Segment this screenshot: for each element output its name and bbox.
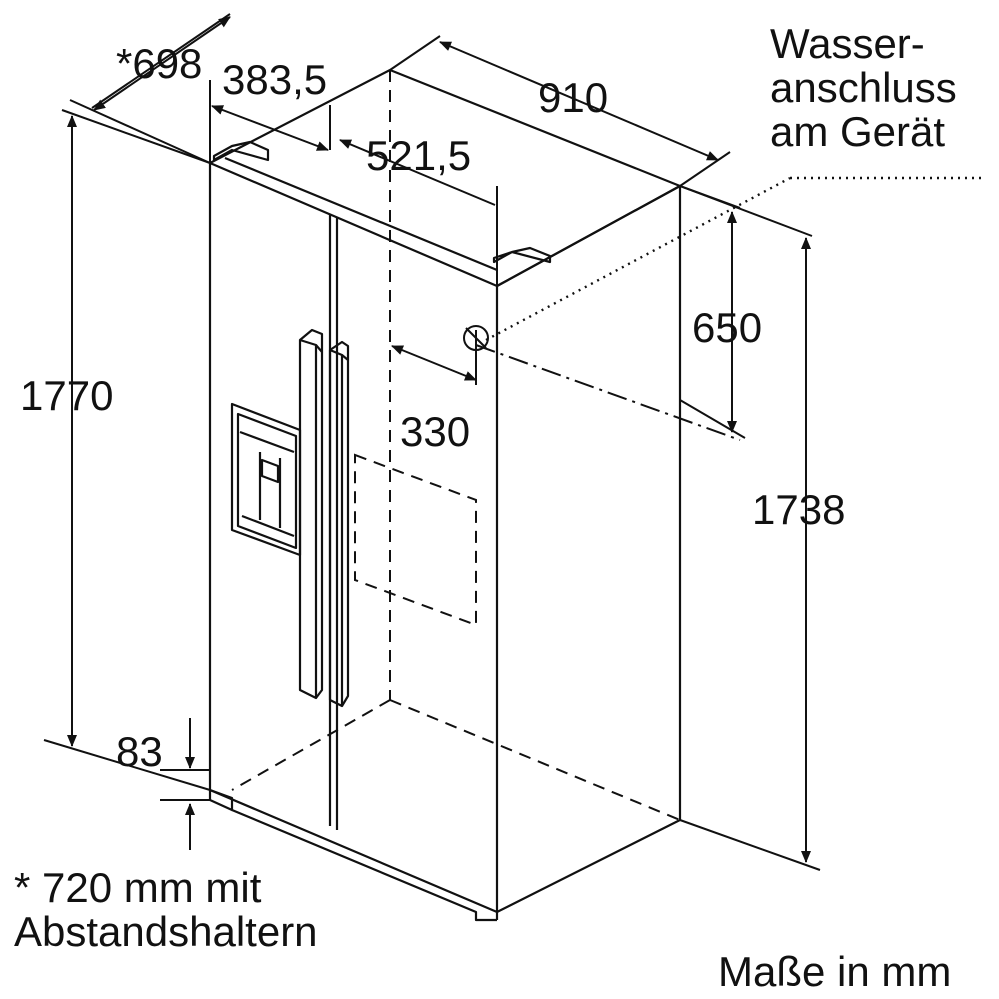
handle-left [298,338,318,700]
dim-label-698: *698 [116,40,203,87]
fridge-side-face [496,184,682,913]
dim-line-910 [439,41,719,161]
footnote-line-1: * 720 mm mit [14,864,262,911]
fridge-base [208,788,234,812]
units-label: Maße in mm [718,948,952,995]
dim-label-910: 910 [538,74,609,121]
centerline-water [475,344,741,441]
water-connection-icon [463,325,489,351]
water-connection-note: Wasser- anschluss am Gerät [770,22,957,154]
water-note-line-1: Wasser- [770,20,925,67]
dim-line-330 [391,345,477,381]
dim-label-650: 650 [692,304,763,351]
top-hinge-right [492,246,552,264]
dim-label-1770: 1770 [20,372,114,419]
dim-label-383: 383,5 [222,56,328,103]
dim-line-383 [211,105,329,151]
dim-label-83: 83 [116,728,163,775]
footnote: * 720 mm mit Abstandshaltern [14,866,318,954]
dim-label-521: 521,5 [366,132,472,179]
hidden-panel [354,453,477,627]
dim-label-330: 330 [400,408,471,455]
footnote-line-2: Abstandshaltern [14,908,318,955]
dim-line-698 [93,16,231,111]
water-note-line-2: anschluss [770,64,957,111]
water-dispenser [230,402,302,557]
water-note-line-3: am Gerät [770,108,946,155]
dim-label-1738: 1738 [752,486,846,533]
water-note-leader [485,176,791,342]
dim-line-521 [339,139,496,206]
